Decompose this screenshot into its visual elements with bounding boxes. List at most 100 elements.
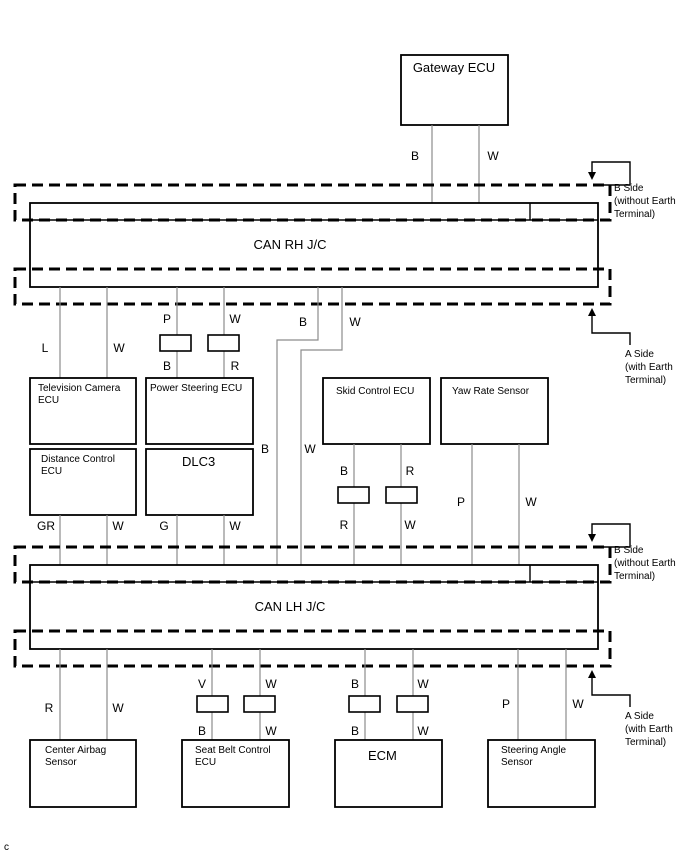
wire-label-ecm-w-top: W — [417, 677, 429, 691]
wire-label-dlc3-g: G — [159, 519, 168, 533]
center-airbag-sensor-label-1: Center Airbag — [45, 745, 106, 756]
wire-label-route-w: W — [304, 442, 316, 456]
wire-label-dist-w: W — [112, 519, 124, 533]
yaw-rate-sensor-label: Yaw Rate Sensor — [452, 386, 530, 397]
tv-camera-ecu-box — [29, 377, 137, 445]
gateway-ecu-label: Gateway ECU — [413, 60, 495, 75]
can-lh-b-side-dashed — [13, 545, 612, 584]
connector-ecm-2 — [396, 695, 429, 713]
corner-mark: c — [4, 842, 9, 853]
wire-label-dlc3-w: W — [229, 519, 241, 533]
rh-a-side-arrow — [591, 312, 631, 345]
wire-label-skid-r-top: R — [406, 464, 415, 478]
wire-label-skid-r: R — [340, 518, 349, 532]
seat-belt-control-ecu-label-1: Seat Belt Control — [195, 745, 271, 756]
lh-b-side-label-1: B Side — [614, 545, 644, 556]
power-steering-ecu-box — [145, 377, 254, 445]
rh-a-side-label-2: (with Earth — [625, 362, 673, 373]
power-steering-ecu-label: Power Steering ECU — [150, 383, 242, 394]
skid-control-ecu-box — [322, 377, 431, 445]
wire-rh-lh-b — [276, 287, 319, 565]
rh-a-side-arrowhead — [588, 308, 596, 316]
lh-a-side-label-2: (with Earth — [625, 724, 673, 735]
seat-belt-control-ecu-box — [181, 739, 290, 808]
can-lh-jc-label: CAN LH J/C — [255, 599, 326, 614]
rh-a-side-label-1: A Side — [625, 349, 654, 360]
wire-rh-lh-w — [300, 287, 343, 565]
rh-b-side-arrow — [591, 161, 631, 186]
tv-camera-ecu-label-1: Television Camera — [38, 383, 121, 394]
wire-label-ecm-b: B — [351, 724, 359, 738]
lh-b-side-label-3: Terminal) — [614, 571, 655, 582]
tv-camera-ecu-label-2: ECU — [38, 395, 59, 406]
connector-skid-1 — [337, 486, 370, 504]
ecm-box — [334, 739, 443, 808]
wire-label-steer-p: P — [502, 697, 510, 711]
center-airbag-sensor-box — [29, 739, 137, 808]
wire-label-steer-w: W — [572, 697, 584, 711]
lh-a-side-label-1: A Side — [625, 711, 654, 722]
can-lh-jc-box — [29, 564, 599, 650]
wire-label-gateway-b: B — [411, 149, 419, 163]
steering-angle-sensor-box — [487, 739, 596, 808]
wire-label-ecm-w: W — [417, 724, 429, 738]
can-rh-a-side-dashed — [13, 267, 612, 306]
steering-angle-sensor-label-1: Steering Angle — [501, 745, 566, 756]
dlc3-label: DLC3 — [182, 454, 215, 469]
can-rh-jc-box — [29, 202, 599, 288]
wire-label-rh-b: B — [299, 315, 307, 329]
connector-seat-1 — [196, 695, 229, 713]
skid-control-ecu-label: Skid Control ECU — [336, 386, 414, 397]
wire-label-ps-p: P — [163, 312, 171, 326]
wire-label-gateway-w: W — [487, 149, 499, 163]
steering-angle-sensor-label-2: Sensor — [501, 757, 533, 768]
wire-label-airbag-r: R — [45, 701, 54, 715]
wire-label-tv-l: L — [42, 341, 49, 355]
center-airbag-sensor-label-2: Sensor — [45, 757, 77, 768]
lh-b-side-arrowhead — [588, 534, 596, 542]
connector-seat-2 — [243, 695, 276, 713]
connector-skid-2 — [385, 486, 418, 504]
wire-label-seat-w-top: W — [265, 677, 277, 691]
ecm-label: ECM — [368, 748, 397, 763]
rh-b-side-arrowhead — [588, 172, 596, 180]
wire-label-seat-v: V — [198, 677, 206, 691]
wire-label-ps-w: W — [229, 312, 241, 326]
connector-ps-1 — [159, 334, 192, 352]
wire-label-seat-b: B — [198, 724, 206, 738]
rh-a-side-label-3: Terminal) — [625, 375, 666, 386]
wire-label-ps-b: B — [163, 359, 171, 373]
can-rh-b-side-dashed — [13, 183, 612, 222]
lh-a-side-arrow — [591, 674, 631, 707]
distance-control-ecu-label-1: Distance Control — [41, 454, 115, 465]
distance-control-ecu-box — [29, 448, 137, 516]
rh-b-side-label-2: (without Earth — [614, 196, 676, 207]
wire-label-airbag-w: W — [112, 701, 124, 715]
connector-ps-2 — [207, 334, 240, 352]
wire-label-route-b: B — [261, 442, 269, 456]
wire-label-ecm-b-top: B — [351, 677, 359, 691]
wire-label-seat-w: W — [265, 724, 277, 738]
gateway-ecu-box — [400, 54, 509, 126]
yaw-rate-sensor-box — [440, 377, 549, 445]
rh-b-side-label-1: B Side — [614, 183, 644, 194]
wire-label-dist-gr: GR — [37, 519, 55, 533]
connector-ecm-1 — [348, 695, 381, 713]
wire-label-skid-b: B — [340, 464, 348, 478]
wire-label-yaw-p: P — [457, 495, 465, 509]
lh-a-side-arrowhead — [588, 670, 596, 678]
wire-label-skid-w: W — [404, 518, 416, 532]
seat-belt-control-ecu-label-2: ECU — [195, 757, 216, 768]
wire-label-yaw-w: W — [525, 495, 537, 509]
wire-label-ps-r: R — [231, 359, 240, 373]
lh-b-side-label-2: (without Earth — [614, 558, 676, 569]
lh-a-side-label-3: Terminal) — [625, 737, 666, 748]
wire-label-rh-w: W — [349, 315, 361, 329]
can-lh-a-side-dashed — [13, 629, 612, 668]
can-rh-jc-label: CAN RH J/C — [254, 237, 327, 252]
wire-label-tv-w: W — [113, 341, 125, 355]
dlc3-box — [145, 448, 254, 516]
distance-control-ecu-label-2: ECU — [41, 466, 62, 477]
lh-b-side-arrow — [591, 523, 631, 548]
